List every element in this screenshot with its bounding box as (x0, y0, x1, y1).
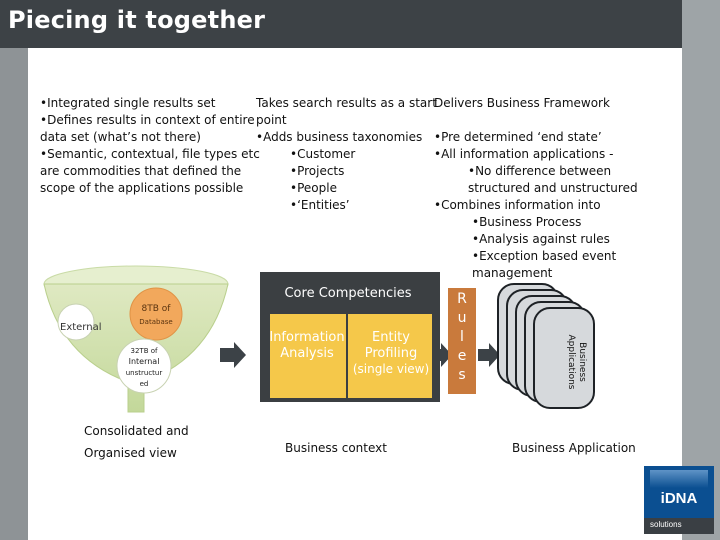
business-application-caption: Business Application (512, 441, 636, 455)
col2-line: point (256, 113, 287, 127)
col2-line: •People (290, 181, 337, 195)
external-label: External (60, 322, 102, 333)
logo-subtext: solutions (650, 520, 682, 529)
entity-profiling-line1: Entity (372, 330, 410, 345)
app-card-label-line2: Applications (566, 334, 576, 390)
rules-letter: l (460, 329, 464, 345)
title-bar (0, 0, 720, 48)
col3-line: •Business Process (472, 215, 582, 229)
col2-line: •Adds business taxonomies (256, 130, 423, 144)
col1-line: data set (what’s not there) (40, 130, 201, 144)
col2-line: •Projects (290, 164, 345, 178)
col3-heading: Delivers Business Framework (434, 96, 610, 110)
col3-line: •No difference between (468, 164, 612, 178)
app-card-label: Business Applications (565, 322, 587, 402)
internal-circle (116, 338, 172, 394)
internal-label-line: 32TB of (130, 347, 158, 355)
internal-label-line: ed (139, 380, 149, 388)
funnel-caption-line1: Consolidated and (84, 424, 189, 438)
col1-line: •Defines results in context of entire (40, 113, 255, 127)
col3-line: •Exception based event (472, 249, 617, 263)
col2-line: •‘Entities’ (290, 198, 350, 212)
business-context-caption: Business context (285, 441, 387, 455)
data-funnel-diagram (43, 265, 229, 413)
col3-line: •Pre determined ‘end state’ (434, 130, 602, 144)
entity-profiling-line2: Profiling (364, 346, 418, 361)
business-application-stack (497, 283, 595, 409)
col2-line: •Customer (290, 147, 356, 161)
rules-letter: u (457, 310, 467, 326)
app-card-label-line1: Business (577, 342, 587, 382)
slide-title: Piecing it together (8, 6, 266, 34)
rules-letter: R (457, 291, 467, 307)
col3-line: •All information applications - (434, 147, 614, 161)
database-label: Database (139, 318, 173, 326)
rules-box (448, 288, 476, 394)
app-card (533, 307, 595, 409)
internal-label-line: Internal (128, 357, 160, 366)
col3-line: •Analysis against rules (472, 232, 610, 246)
col1-line: •Semantic, contextual, file types etc (40, 147, 260, 161)
information-analysis-box (270, 314, 346, 398)
info-analysis-line2: Analysis (280, 346, 334, 361)
col2-line: Takes search results as a start (256, 96, 437, 110)
funnel-caption-line2: Organised view (84, 446, 177, 460)
col1-line: •Integrated single results set (40, 96, 216, 110)
arrow-right-icon (478, 343, 500, 367)
col1-line: are commodities that defined the (40, 164, 242, 178)
database-circle (129, 287, 183, 341)
entity-profiling-box (348, 314, 432, 398)
col3-line: management (472, 266, 553, 280)
external-circle (57, 303, 95, 341)
core-competencies-heading: Core Competencies (284, 286, 412, 301)
col1-line: scope of the applications possible (40, 181, 244, 195)
idna-logo: iDNA (644, 466, 714, 518)
logo-gradient (650, 470, 708, 488)
internal-label-line: unstructur (125, 369, 163, 377)
rules-letter: s (458, 367, 466, 383)
entity-profiling-line3: (single view) (352, 362, 430, 376)
right-decorative-strip (682, 0, 720, 540)
rules-letter: e (457, 348, 467, 364)
logo-wordmark: iDNA (660, 490, 698, 507)
col3-line: •Combines information into (434, 198, 601, 212)
logo-subbar (644, 518, 714, 534)
info-analysis-line1: Information (269, 330, 345, 345)
database-size-label: 8TB of (141, 304, 171, 314)
col3-line: structured and unstructured (468, 181, 638, 195)
arrow-right-icon (220, 342, 246, 368)
